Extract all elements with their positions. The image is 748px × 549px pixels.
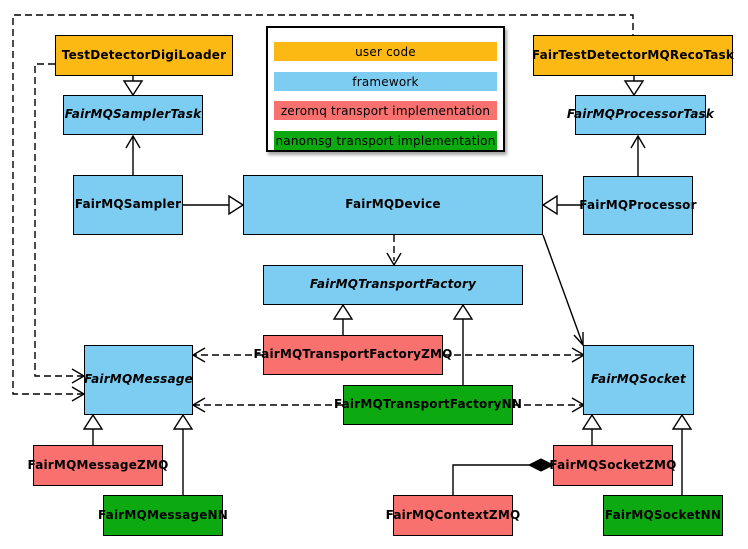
- class-box-testdetectordigiloader: TestDetectorDigiLoader: [55, 35, 233, 76]
- class-box-fairmqmessagenn: FairMQMessageNN: [98, 495, 228, 536]
- edge-fairmqtransportfactorynn-to-fairmqtransportfactory: [452, 303, 474, 385]
- legend-item-zeromq: zeromq transport implementation: [274, 101, 497, 120]
- edge-fairmqtransportfactorynn-to-fairmqmessage: [191, 397, 343, 413]
- edge-fairmqsampler-to-fairmqdevice: [183, 194, 245, 216]
- edge-fairmqdevice-to-fairmqtransportfactory: [386, 235, 402, 267]
- class-box-fairmqsocketzmq: FairMQSocketZMQ: [549, 445, 676, 486]
- class-box-fairmqsocketnn: FairMQSocketNN: [603, 495, 723, 536]
- edge-fairmqsampler-to-fairmqsamplertask: [125, 134, 141, 175]
- class-box-fairtestdetectormqrecotask: FairTestDetectorMQRecoTask: [532, 35, 734, 76]
- class-box-fairmqprocessor: FairMQProcessor: [579, 176, 697, 235]
- edge-fairmqmessagenn-to-fairmqmessage: [172, 413, 194, 495]
- edge-fairmqcontextzmq-to-fairmqsocketzmq: [452, 458, 555, 495]
- class-box-fairmqmessage: FairMQMessage: [84, 345, 193, 415]
- class-box-fairmqsocket: FairMQSocket: [583, 345, 694, 415]
- class-box-fairmqdevice: FairMQDevice: [243, 175, 543, 235]
- edge-fairmqmessagezmq-to-fairmqmessage: [82, 413, 104, 445]
- class-box-fairmqcontextzmq: FairMQContextZMQ: [386, 495, 520, 536]
- class-box-fairmqmessagezmq: FairMQMessageZMQ: [28, 445, 168, 486]
- class-box-fairmqtransportfactoryzmq: FairMQTransportFactoryZMQ: [253, 335, 452, 375]
- legend-item-framework: framework: [274, 72, 497, 91]
- edge-fairmqsocketzmq-to-fairmqsocket: [581, 413, 603, 445]
- edge-fairmqdevice-to-fairmqsocket: [542, 234, 584, 347]
- class-box-fairmqsamplertask: FairMQSamplerTask: [63, 95, 203, 135]
- class-box-fairmqtransportfactory: FairMQTransportFactory: [263, 265, 523, 305]
- edge-fairmqtransportfactoryzmq-to-fairmqtransportfactory: [332, 303, 354, 335]
- legend-item-nanomsg: nanomsg transport implementation: [274, 131, 497, 150]
- edge-fairmqtransportfactorynn-to-fairmqsocket: [513, 397, 586, 413]
- legend: user code framework zeromq transport imp…: [266, 26, 505, 152]
- class-box-fairmqtransportfactorynn: FairMQTransportFactoryNN: [334, 385, 522, 425]
- edge-fairmqprocessor-to-fairmqdevice: [541, 194, 583, 216]
- edge-fairmqtransportfactoryzmq-to-fairmqsocket: [443, 347, 586, 363]
- edge-fairmqtransportfactoryzmq-to-fairmqmessage: [191, 347, 263, 363]
- class-box-fairmqsampler: FairMQSampler: [73, 175, 183, 235]
- legend-item-user-code: user code: [274, 42, 497, 61]
- class-box-fairmqprocessortask: FairMQProcessorTask: [567, 95, 714, 135]
- edge-testdetectordigiloader-to-fairmqsamplertask: [122, 76, 144, 97]
- edge-fairmqsocketnn-to-fairmqsocket: [671, 413, 693, 495]
- edge-fairtestdetectormqrecotask-to-fairmqprocessortask: [623, 76, 645, 97]
- edge-fairmqprocessor-to-fairmqprocessortask: [630, 134, 646, 176]
